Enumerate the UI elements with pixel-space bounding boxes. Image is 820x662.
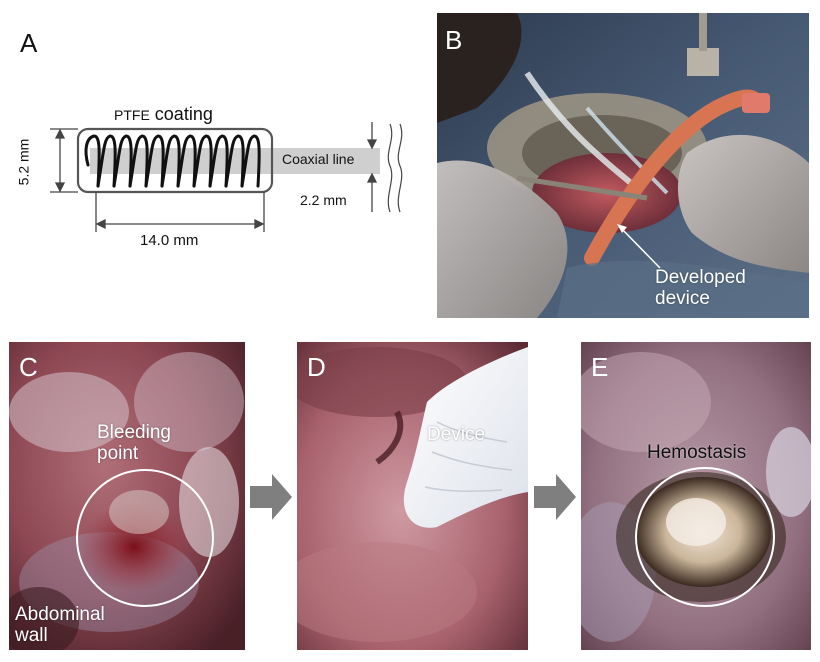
length-dimension: [95, 192, 265, 232]
panel-a-letter: A: [20, 28, 38, 58]
developed-device-line2: device: [655, 288, 710, 309]
abdominal-wall-line1: Abdominal: [15, 604, 105, 625]
coax-label: Coaxial line: [282, 151, 355, 167]
coating-word: coating: [154, 104, 213, 124]
developed-device-line1: Developed: [655, 267, 746, 288]
bleeding-point-circle: [76, 469, 214, 607]
panel-e-photo: E Hemostasis: [581, 342, 811, 650]
panel-c-photo: C Bleeding point Abdominal wall: [9, 342, 245, 650]
arrow-d-to-e: [534, 474, 576, 520]
abdominal-wall-line2: wall: [15, 625, 48, 646]
height-dimension: [50, 128, 78, 193]
bleeding-point-label: Bleeding point: [97, 422, 171, 464]
surgery-photo: [437, 13, 809, 318]
coax-dim-label: 2.2 mm: [300, 192, 347, 208]
panel-d-letter: D: [307, 352, 326, 382]
device-pointer-head: [617, 224, 627, 233]
device-schematic: [50, 122, 403, 232]
ptfe-coating-outline: [76, 127, 274, 194]
coax-dimension: [366, 122, 378, 212]
bleeding-photo: [9, 342, 245, 650]
coating-prefix: PTFE: [114, 107, 150, 123]
device-pointer-line: [619, 226, 661, 269]
height-dim-label-wrap: 5.2 mm: [2, 134, 62, 194]
height-dim-label: 5.2 mm: [15, 138, 32, 186]
device-label: Device: [427, 424, 486, 445]
device-photo: [297, 342, 528, 650]
coaxial-line-band: [90, 148, 380, 174]
coating-label: PTFE coating: [114, 104, 213, 125]
device-body: [403, 347, 528, 528]
arrow-c-to-d: [250, 474, 292, 520]
panel-c-letter: C: [19, 352, 38, 382]
panel-b-letter: B: [445, 25, 463, 55]
panel-b-photo: B Developed device: [437, 13, 809, 318]
developed-device-label: Developed device: [655, 267, 746, 309]
hemostasis-circle: [635, 467, 775, 607]
bleeding-point-line2: point: [97, 443, 139, 464]
length-dim-label: 14.0 mm: [140, 232, 199, 249]
panel-e-letter: E: [591, 352, 609, 382]
hemostasis-photo: [581, 342, 811, 650]
hemostasis-label: Hemostasis: [647, 442, 747, 463]
bleeding-point-line1: Bleeding: [97, 422, 171, 443]
break-marks: [387, 123, 403, 213]
coil-spring: [84, 134, 261, 188]
panel-d-photo: D Device: [297, 342, 528, 650]
abdominal-wall-label: Abdominal wall: [15, 604, 105, 646]
